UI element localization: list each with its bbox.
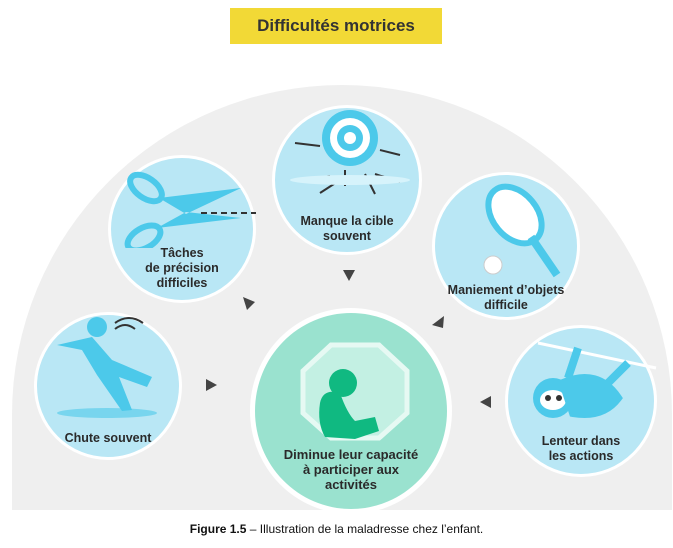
node-precision-label: Tâches de précision difficiles bbox=[111, 246, 253, 291]
sitting-child-icon bbox=[300, 342, 410, 441]
target-icon bbox=[290, 110, 410, 195]
falling-child-icon bbox=[57, 317, 157, 418]
node-center-label: Diminue leur capacité à participer aux a… bbox=[255, 447, 447, 492]
label-line: Lenteur dans bbox=[541, 434, 621, 448]
label-line: Diminue leur capacité bbox=[283, 447, 419, 462]
caption-label: Figure 1.5 bbox=[189, 522, 247, 536]
label-line: difficiles bbox=[156, 276, 208, 290]
node-slowness-label: Lenteur dans les actions bbox=[508, 434, 654, 464]
label-line: Tâches bbox=[160, 246, 204, 260]
sloth-icon bbox=[533, 341, 657, 418]
label-line: à participer aux bbox=[302, 462, 400, 477]
scissors-icon bbox=[124, 171, 256, 248]
label-line: activités bbox=[324, 477, 378, 492]
node-center: Diminue leur capacité à participer aux a… bbox=[250, 308, 452, 514]
label-line: de précision bbox=[145, 261, 219, 275]
label-line: Maniement d’objets bbox=[447, 283, 565, 297]
caption-text: – Illustration de la maladresse chez l’e… bbox=[246, 522, 484, 536]
label-line: difficile bbox=[484, 298, 528, 312]
node-objects: Maniement d’objets difficile bbox=[432, 172, 580, 320]
node-precision: Tâches de précision difficiles bbox=[108, 155, 256, 303]
node-objects-label: Maniement d’objets difficile bbox=[435, 283, 577, 313]
node-fall-label: Chute souvent bbox=[64, 431, 152, 445]
diagram-title: Difficultés motrices bbox=[230, 8, 442, 44]
figure-caption: Figure 1.5 – Illustration de la maladres… bbox=[0, 522, 673, 536]
node-slowness: Lenteur dans les actions bbox=[505, 325, 657, 477]
node-target-label: Manque la cible souvent bbox=[300, 214, 394, 243]
tennis-racket-icon bbox=[483, 183, 561, 278]
node-fall: Chute souvent bbox=[34, 312, 182, 460]
node-target: Manque la cible souvent bbox=[272, 105, 422, 255]
label-line: les actions bbox=[548, 449, 614, 463]
